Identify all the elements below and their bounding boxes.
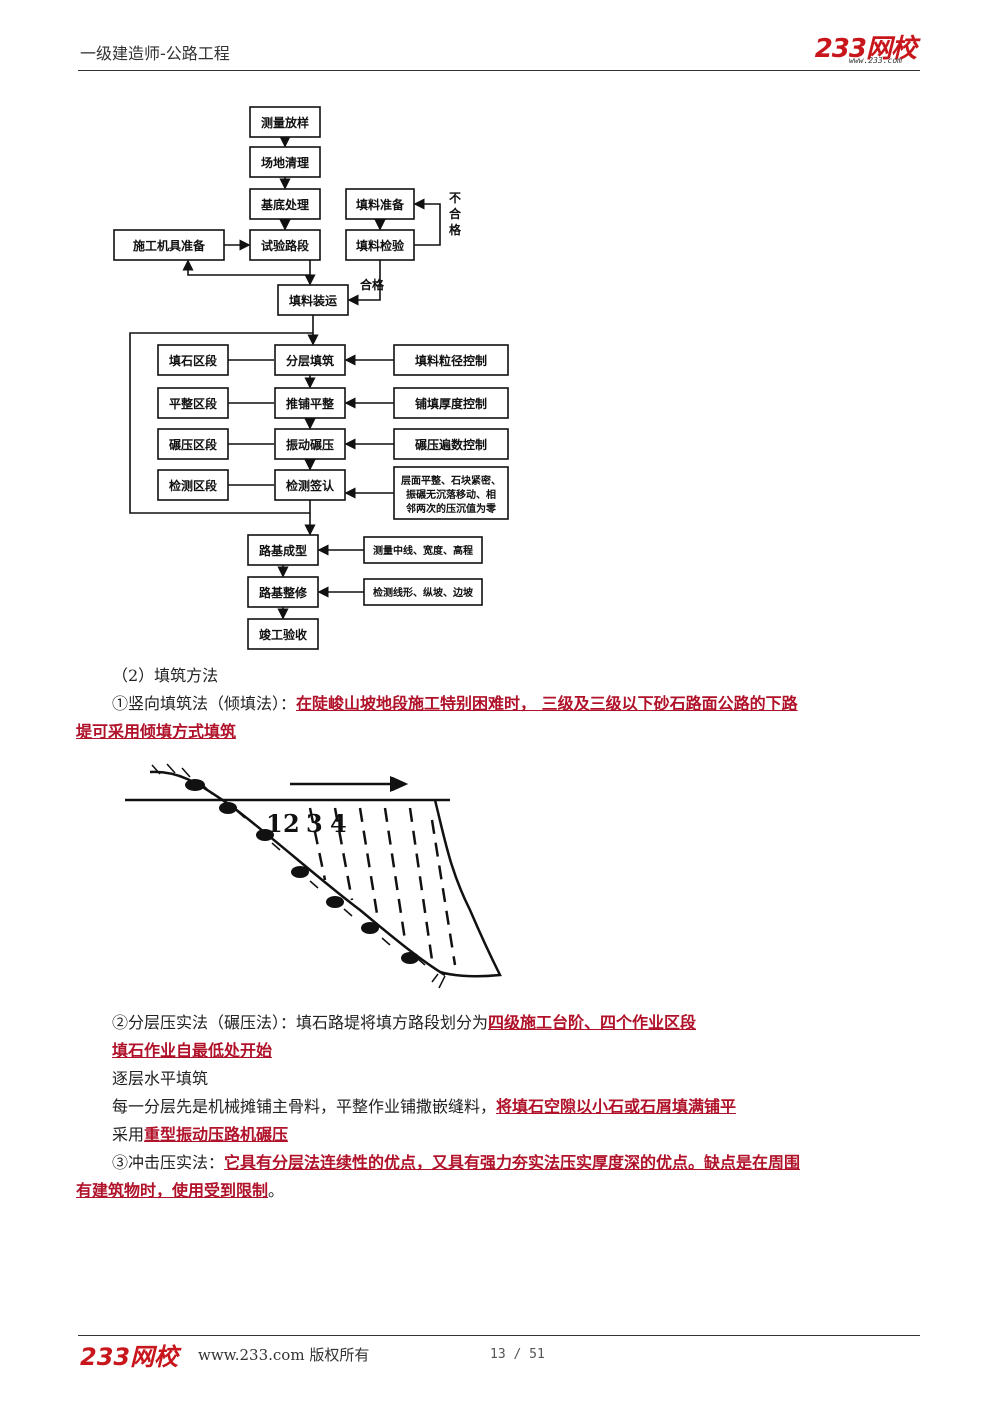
flow-inspect-line: 层面平整、石块紧密、 [401,474,501,487]
zone-label: 1 [266,809,283,838]
method-2-start: 填石作业自最低处开始 [112,1041,273,1060]
flow-step: 分层填筑 [286,353,334,368]
flow-box-fill-check: 填料检验 [356,238,405,253]
zone-label: 3 [306,809,323,838]
method-2-line4-prefix: 每一分层先是机械摊铺主骨料，平整作业铺撒嵌缝料， [112,1097,497,1116]
flow-control: 填料粒径控制 [415,353,487,368]
footer-copyright: www.233.com 版权所有 [198,1346,370,1364]
footer-divider [78,1335,920,1336]
method-2-line5: 采用重型振动压路机碾压 [112,1121,288,1149]
flow-step: 测量放样 [261,115,309,130]
method-1-highlight: 在陡峻山坡地段施工特别困难时， 三级及三级以下砂石路面公路的下路 [296,694,798,713]
flow-inspect-line: 振碾无沉落移动、相 [406,488,496,501]
flow-after-measure: 测量中线、宽度、高程 [373,544,473,557]
footer-logo: 233网校 [80,1343,179,1371]
flow-inspect-line: 邻两次的压沉值为零 [406,502,497,515]
flow-step: 振动碾压 [286,437,334,452]
flow-step: 竣工验收 [259,627,307,642]
flow-control: 铺填厚度控制 [415,396,487,411]
flow-step: 基底处理 [260,197,309,212]
method-3-line2: 有建筑物时，使用受到限制。 [76,1177,284,1205]
flow-section: 填石区段 [169,353,218,368]
flow-step: 路基成型 [259,543,307,558]
flow-label-qualified: 合格 [360,277,385,292]
document-title: 一级建造师-公路工程 [80,44,230,63]
zone-label: 4 [330,809,347,838]
flow-section: 平整区段 [169,396,218,411]
method-2-line5-prefix: 采用 [112,1125,145,1144]
flow-label-unqualified: 不 [449,191,461,205]
site-logo-url: www.233.com [849,56,902,65]
flow-step: 填料装运 [289,293,337,308]
method-3-highlight: 它具有分层法连续性的优点，又具有强力夯实法压实厚度深的优点。缺点是在周围 [224,1153,801,1172]
flow-section: 检测区段 [169,478,218,493]
method-2-highlight: 四级施工台阶、四个作业区段 [488,1013,697,1032]
construction-flowchart: 测量放样 场地清理 基底处理 试验路段 填料装运 分层填筑 推铺平整 振动碾压 … [113,106,509,650]
tipping-fill-diagram: 1 2 3 4 [125,763,502,989]
method-1-prefix: ①竖向填筑法（倾填法）： [112,694,297,713]
header-divider [78,70,920,71]
method-3-line1: ③冲击压实法：它具有分层法连续性的优点，又具有强力夯实法压实厚度深的优点。缺点是… [112,1149,932,1177]
flow-label-unqualified: 合 [449,206,462,221]
method-1-line2: 堤可采用倾填方式填筑 [76,718,236,746]
method-1-line1: ①竖向填筑法（倾填法）：在陡峻山坡地段施工特别困难时， 三级及三级以下砂石路面公… [112,690,932,718]
method-2-line1: ②分层压实法（碾压法）：填石路堤将填方路段划分为四级施工台阶、四个作业区段 [112,1009,696,1037]
flow-label-unqualified: 格 [449,222,462,237]
method-2-line3: 逐层水平填筑 [112,1069,209,1088]
page-number: 13 / 51 [490,1347,545,1362]
method-2-line5-highlight: 重型振动压路机碾压 [144,1125,289,1144]
flow-box-equipment: 施工机具准备 [133,238,206,253]
method-3-prefix: ③冲击压实法： [112,1153,225,1172]
flow-step: 试验路段 [261,238,310,253]
flow-control: 碾压遍数控制 [415,437,487,452]
flow-step: 检测签认 [286,478,335,493]
method-3-highlight-cont: 有建筑物时，使用受到限制 [76,1181,269,1200]
flow-step: 路基整修 [259,585,308,600]
flow-box-fill-prep: 填料准备 [356,197,405,212]
method-1-highlight-cont: 堤可采用倾填方式填筑 [76,722,237,741]
site-logo: 233网校 [814,34,917,64]
flow-step: 推铺平整 [286,396,334,411]
method-2-line4-highlight: 将填石空隙以小石或石屑填满铺平 [496,1097,737,1116]
section-heading: （2）填筑方法 [112,666,219,685]
method-2-line4: 每一分层先是机械摊铺主骨料，平整作业铺撒嵌缝料，将填石空隙以小石或石屑填满铺平 [112,1093,736,1121]
flow-after-check: 检测线形、纵坡、边坡 [373,586,474,599]
flow-section: 碾压区段 [169,437,218,452]
method-3-end: 。 [268,1181,285,1200]
zone-label: 2 [283,809,300,838]
method-2-line2: 填石作业自最低处开始 [112,1037,272,1065]
flow-step: 场地清理 [261,155,309,170]
method-2-prefix: ②分层压实法（碾压法）：填石路堤将填方路段划分为 [112,1013,489,1032]
